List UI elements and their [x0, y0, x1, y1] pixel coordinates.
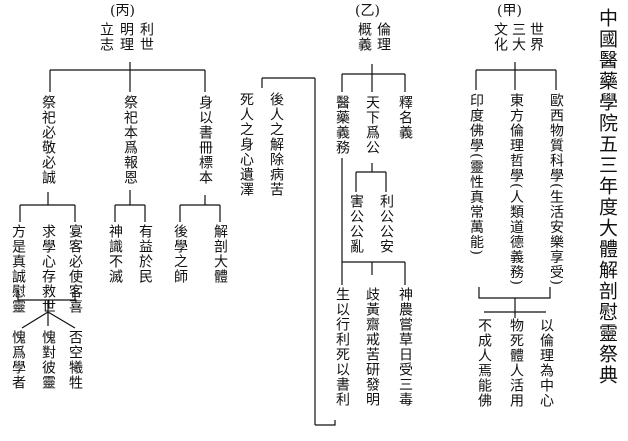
jia-bottom-1: 以倫理為中心 [538, 318, 554, 408]
jia-bottom-2: 物死體人活用 [508, 318, 524, 408]
bing-c1-a: 解剖大體 [212, 224, 228, 284]
jia-branch-1: 歐西物質科學(生活安樂享受) [548, 93, 564, 286]
bing-c3-c: 方是真誠慰靈 [10, 224, 26, 314]
bing-heading-a: 利世 [138, 22, 154, 52]
yi-sub-2: 害公公亂 [348, 194, 364, 254]
bing-d-1: 否空犧牲 [67, 330, 83, 390]
yi-bottom-2: 歧黃齋戒苦研發明 [364, 287, 380, 407]
yi-bottom-3: 生以行利死以書利 [334, 287, 350, 407]
section-yi-label: (乙) [355, 3, 380, 19]
yi-bottom-1: 神農嘗草日受三毒 [397, 287, 413, 407]
bing-heading-b: 明理 [118, 22, 134, 52]
yi-heading-a: 倫理 [375, 22, 391, 52]
bing-heading-c: 立志 [98, 22, 114, 52]
yi-heading-b: 概義 [356, 22, 372, 52]
yi-branch-3: 醫藥義務 [334, 95, 350, 155]
yi-branch-2: 天下爲公 [364, 95, 380, 155]
bing-c2-b: 神識不滅 [107, 224, 123, 284]
page-title: 中國醫藥學院五三年度大體解剖慰靈祭典 [596, 8, 618, 386]
bing-c2-a: 有益於民 [137, 224, 153, 284]
yi-branch-1: 釋名義 [397, 95, 413, 140]
jia-heading-a: 世界 [528, 22, 544, 52]
jia-heading-c: 文化 [492, 22, 508, 52]
bing-branch-1: 身以書冊標本 [197, 95, 213, 185]
middle-col-1: 後人之解除病苦 [268, 92, 284, 197]
section-jia-label: (甲) [497, 3, 522, 19]
bing-branch-3: 祭祀必敬必誠 [40, 95, 56, 185]
bing-branch-2: 祭祀本爲報恩 [122, 95, 138, 185]
jia-branch-2: 東方倫理哲學(人類道德義務) [508, 93, 524, 286]
jia-branch-3: 印度佛學(靈性真常萬能) [468, 93, 484, 256]
bing-c3-b: 求學心存救世 [40, 224, 56, 314]
middle-col-2: 死人之身心遺澤 [238, 92, 254, 197]
bing-c3-a: 宴客必使客喜 [67, 224, 83, 314]
jia-bottom-3: 不成人焉能佛 [476, 318, 492, 408]
bing-d-2: 愧對彼靈 [40, 330, 56, 390]
section-bing-label: (丙) [110, 3, 135, 19]
jia-heading-b: 三大 [510, 22, 526, 52]
bing-c1-b: 後學之師 [172, 224, 188, 284]
yi-sub-1: 利公公安 [378, 194, 394, 254]
bing-d-3: 愧爲學者 [10, 330, 26, 390]
